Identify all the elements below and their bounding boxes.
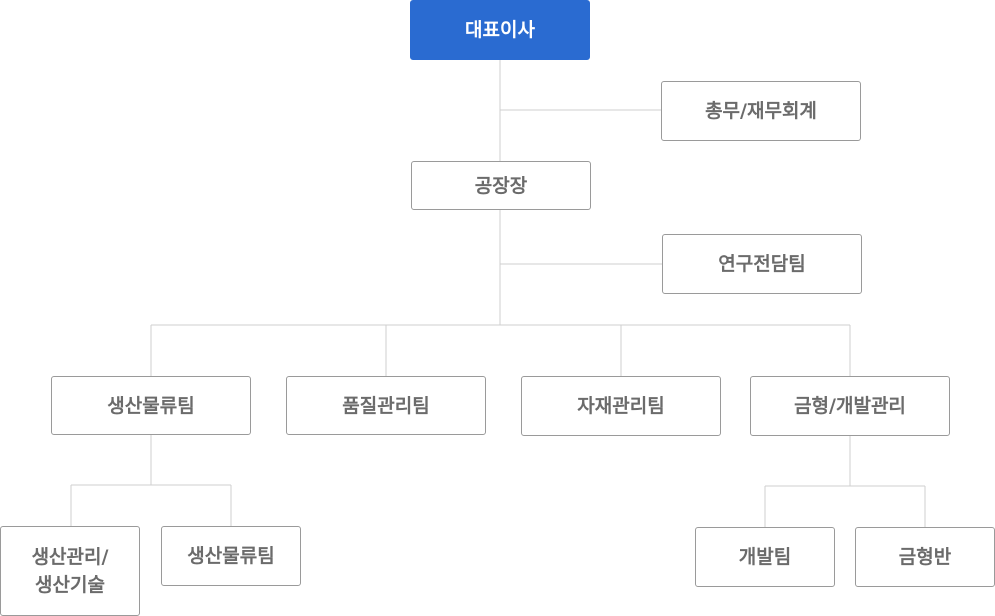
team-label: 생산물류팀 <box>107 394 195 417</box>
sub-team-label: 생산관리/ 생산기술 <box>31 546 109 596</box>
sub-team-node: 금형반 <box>855 527 995 587</box>
sub-team-label: 개발팀 <box>738 546 792 568</box>
team-node: 생산물류팀 <box>51 376 251 435</box>
sub-team-label: 금형반 <box>898 546 952 568</box>
sub-team-node: 개발팀 <box>695 527 835 587</box>
general-affairs-node: 총무/재무회계 <box>661 81 861 141</box>
sub-team-node: 생산물류팀 <box>161 526 301 586</box>
plant-manager-label: 공장장 <box>474 174 528 197</box>
ceo-label: 대표이사 <box>465 19 535 41</box>
plant-manager-node: 공장장 <box>411 161 591 210</box>
team-label: 금형/개발관리 <box>794 395 906 417</box>
sub-team-node: 생산관리/ 생산기술 <box>0 526 140 616</box>
general-affairs-label: 총무/재무회계 <box>705 100 817 122</box>
sub-team-label: 생산물류팀 <box>187 545 275 567</box>
rnd-node: 연구전담팀 <box>662 234 862 294</box>
ceo-node: 대표이사 <box>410 0 590 60</box>
team-node: 금형/개발관리 <box>750 376 950 436</box>
team-node: 자재관리팀 <box>521 376 721 436</box>
team-label: 자재관리팀 <box>577 395 665 417</box>
rnd-label: 연구전담팀 <box>718 253 806 275</box>
team-label: 품질관리팀 <box>342 394 430 417</box>
team-node: 품질관리팀 <box>286 376 486 435</box>
